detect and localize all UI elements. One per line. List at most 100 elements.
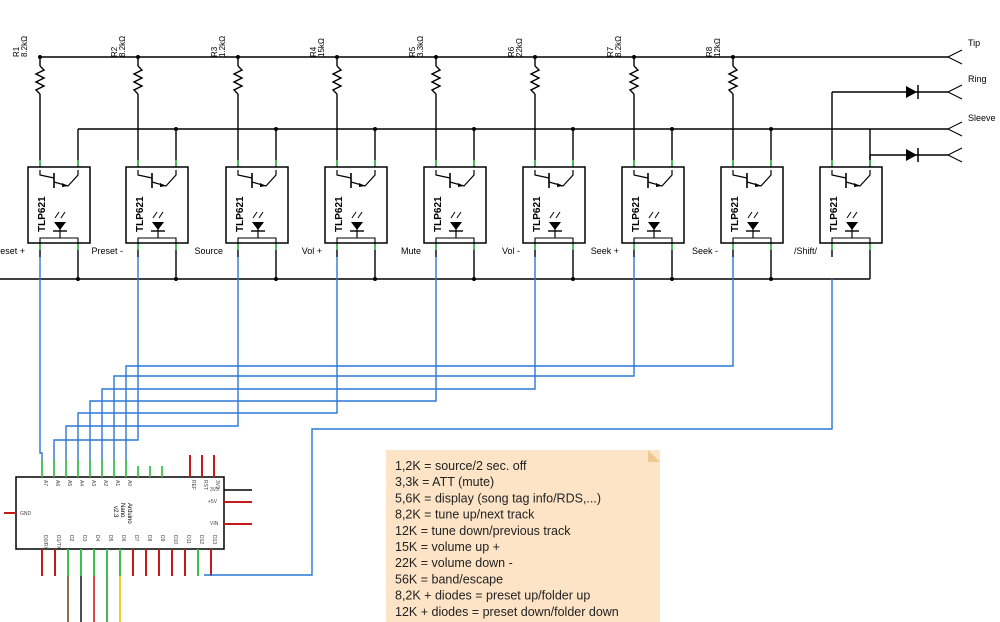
resistor-r8	[727, 65, 739, 95]
signal-wire	[39, 257, 43, 460]
tlp621-optocoupler	[819, 166, 883, 244]
channel-label: /Shift/	[794, 246, 818, 256]
signal-wire	[77, 257, 338, 460]
optocoupler-part-label: TLP621	[37, 196, 48, 232]
note-line: 22K = volume down -	[395, 556, 513, 570]
resistor-r3	[232, 65, 244, 95]
resistor-ref: R2	[110, 46, 119, 57]
signal-wire	[113, 257, 635, 460]
gnd-label: GND	[20, 511, 32, 517]
signal-wire	[125, 257, 734, 460]
optocoupler-part-label: TLP621	[532, 196, 543, 232]
resistor-r6	[529, 65, 541, 95]
jack-sleeve-2	[947, 147, 963, 163]
resistor-value: 8.2kΩ	[614, 36, 623, 57]
resistor-r5	[430, 65, 442, 95]
arduino-pin-label: D7	[133, 535, 139, 542]
channel-label: Seek +	[591, 246, 619, 256]
resistor-ref: R1	[12, 46, 21, 57]
arduino-pin-label: D3	[81, 535, 87, 542]
note-line: 8,2K = tune up/next track	[395, 508, 535, 522]
arduino-pin-label: 3V3	[214, 480, 220, 489]
signal-wire	[89, 257, 437, 460]
resistor-r1	[34, 65, 46, 95]
arduino-pin-label: A1	[114, 480, 120, 486]
arduino-pin-label: D1/TX	[55, 535, 61, 550]
arduino-pin-label: D0/RX	[42, 535, 48, 550]
d12-shift-wire	[204, 279, 833, 576]
note-line: 12K = tune down/previous track	[395, 524, 571, 538]
resistor-ref: R5	[408, 46, 417, 57]
pin-3v3-label: 3V3	[210, 487, 219, 493]
resistor-value: 8.2kΩ	[20, 36, 29, 57]
pin-vin-label: VIN	[210, 521, 219, 527]
channel-9: TLP621/Shift/	[794, 129, 883, 279]
signal-wire	[65, 257, 239, 460]
resistor-ref: R6	[507, 46, 516, 57]
arduino-pin-label: D6	[120, 535, 126, 542]
jack-tip: Tip	[947, 38, 980, 65]
resistor-value: 12kΩ	[713, 38, 722, 57]
resistor-value: 3.3kΩ	[416, 36, 425, 57]
optocoupler-part-label: TLP621	[135, 196, 146, 232]
arduino-pin-label: RST	[202, 480, 208, 490]
resistor-value: 8.2kΩ	[118, 36, 127, 57]
arduino-pin-label: D11	[185, 535, 191, 544]
channel-label: Vol +	[302, 246, 322, 256]
arduino-model: Nano	[119, 503, 125, 518]
arduino-name: Arduino	[126, 503, 132, 524]
arduino-pin-label: D2	[68, 535, 74, 542]
jack-ring: Ring	[947, 74, 987, 100]
channel-label: Vol -	[502, 246, 520, 256]
optocoupler-part-label: TLP621	[829, 196, 840, 232]
ring-label: Ring	[968, 74, 987, 84]
arduino-pin-label: A0	[126, 480, 132, 486]
note-line: 15K = volume up +	[395, 540, 500, 554]
jack-sleeve: Sleeve	[947, 113, 996, 137]
channel-label: Mute	[401, 246, 421, 256]
tlp621-optocoupler	[125, 166, 189, 244]
arduino-pin-label: D10	[172, 535, 178, 544]
signal-wire	[101, 257, 536, 460]
resistor-ref: R3	[210, 46, 219, 57]
channel-label: Seek -	[692, 246, 718, 256]
note-line: 5,6K = display (song tag info/RDS,...)	[395, 491, 601, 505]
arduino-pin-label: REF	[190, 480, 196, 490]
diode-sleeve	[906, 148, 919, 162]
resistor-value: 1.2kΩ	[218, 36, 227, 57]
optocoupler-part-label: TLP621	[433, 196, 444, 232]
optocoupler-part-label: TLP621	[730, 196, 741, 232]
arduino-pin-label: D12	[198, 535, 204, 544]
resistor-value: 22kΩ	[515, 38, 524, 57]
diode-ring	[906, 85, 919, 99]
resistor-ref: R8	[705, 46, 714, 57]
arduino-pin-label: D8	[146, 535, 152, 542]
arduino-pin-label: A3	[90, 480, 96, 486]
optocoupler-part-label: TLP621	[235, 196, 246, 232]
channel-label: Preset -	[91, 246, 123, 256]
note-line: 1,2K = source/2 sec. off	[395, 459, 527, 473]
resistor-ref: R4	[309, 46, 318, 57]
note-line: 12K + diodes = preset down/folder down	[395, 605, 619, 619]
tlp621-optocoupler	[27, 166, 91, 244]
arduino-pin-label: A5	[66, 480, 72, 486]
resistor-ref: R7	[606, 46, 615, 57]
arduino-pin-label: D5	[107, 535, 113, 542]
arduino-pin-label: D9	[159, 535, 165, 542]
channel-label: Preset +	[0, 246, 25, 256]
arduino-version: v2.3	[112, 506, 118, 518]
note-fold	[648, 450, 660, 462]
resistor-r7	[628, 65, 640, 95]
note-line: 8,2K + diodes = preset up/folder up	[395, 589, 590, 603]
note-line: 56K = band/escape	[395, 572, 503, 586]
